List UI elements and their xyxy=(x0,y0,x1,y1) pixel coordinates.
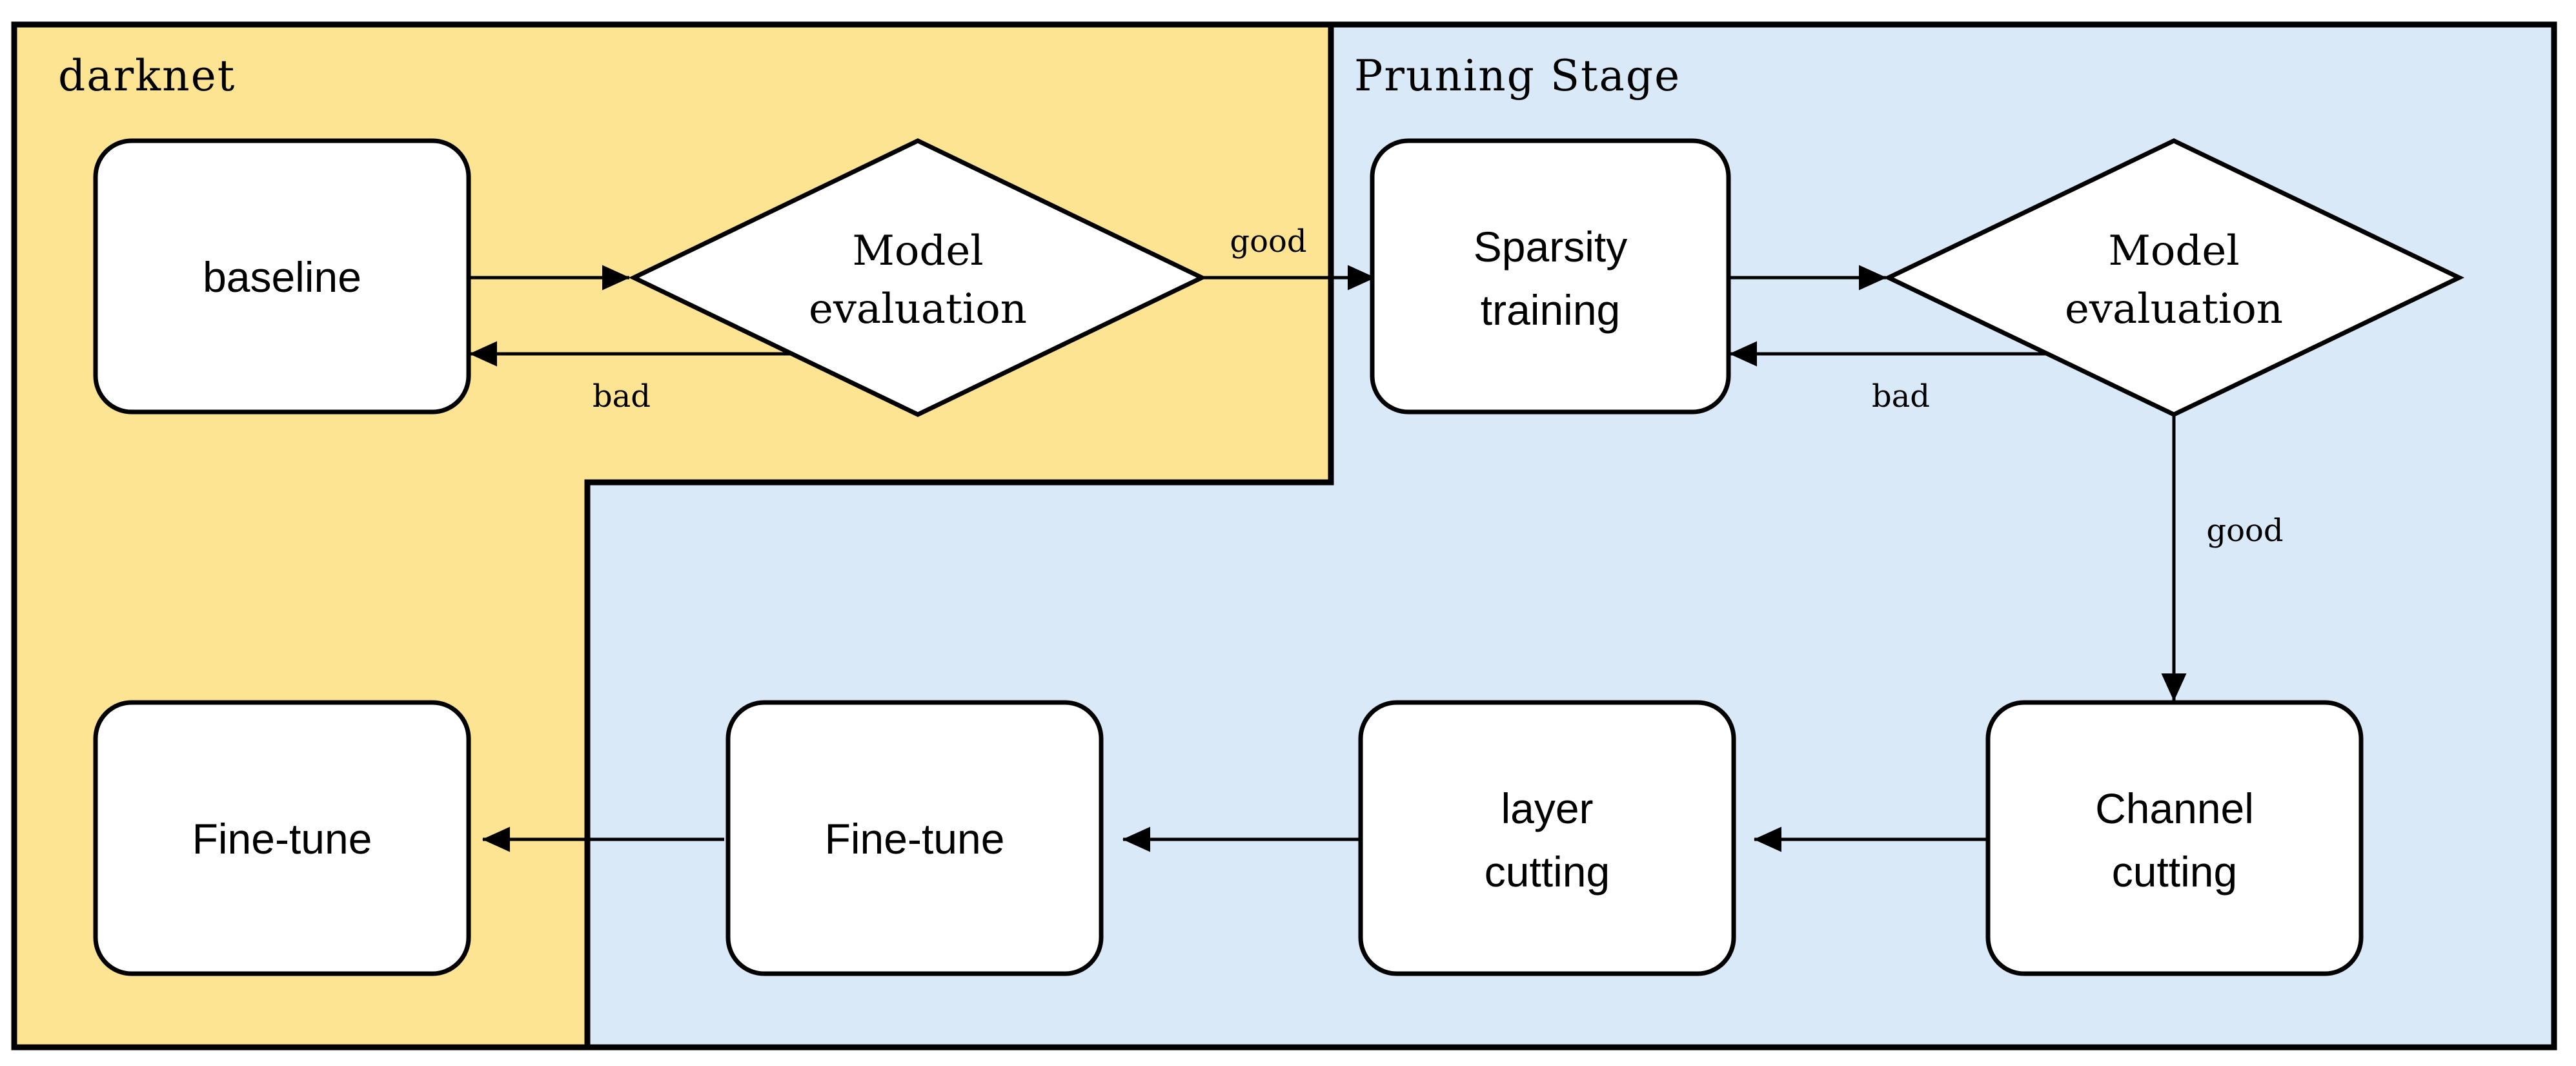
node-channel-cutting[interactable] xyxy=(1985,700,2364,976)
node-label-layer-cutting-line2: cutting xyxy=(1485,848,1610,896)
node-layer-cutting[interactable] xyxy=(1358,700,1736,976)
node-label-model-eval-1-line1: Model xyxy=(852,227,983,275)
node-label-layer-cutting-line1: layer xyxy=(1501,784,1593,832)
node-sparsity-training[interactable] xyxy=(1370,138,1731,415)
node-fine-tune-darknet[interactable] xyxy=(93,700,471,976)
node-label-channel-cutting-line1: Channel xyxy=(2095,784,2254,832)
node-label-model-eval-2-line2: evaluation xyxy=(2065,285,2283,333)
node-model-eval-1[interactable] xyxy=(628,138,1208,417)
edge-label-good-top: good xyxy=(1230,223,1306,260)
node-label-fine-tune-darknet: Fine-tune xyxy=(192,815,372,863)
node-label-model-eval-2-line1: Model xyxy=(2108,227,2239,275)
node-baseline[interactable] xyxy=(93,138,471,415)
node-label-fine-tune-pruning: Fine-tune xyxy=(825,815,1005,863)
region-label-darknet: darknet xyxy=(58,51,236,101)
edge-label-bad-right: bad xyxy=(1872,378,1930,415)
node-label-sparsity-training-line1: Sparsity xyxy=(1474,223,1627,271)
node-label-channel-cutting-line2: cutting xyxy=(2112,848,2237,896)
node-label-model-eval-1-line2: evaluation xyxy=(809,285,1027,333)
node-model-eval-2[interactable] xyxy=(1883,138,2465,417)
node-label-baseline: baseline xyxy=(203,253,361,301)
node-label-sparsity-training-line2: training xyxy=(1481,286,1620,334)
edge-label-bad-left: bad xyxy=(593,378,651,415)
edge-label-good-down: good xyxy=(2206,513,2283,549)
region-label-pruning-stage: Pruning Stage xyxy=(1354,51,1681,101)
node-fine-tune-pruning[interactable] xyxy=(725,700,1104,976)
